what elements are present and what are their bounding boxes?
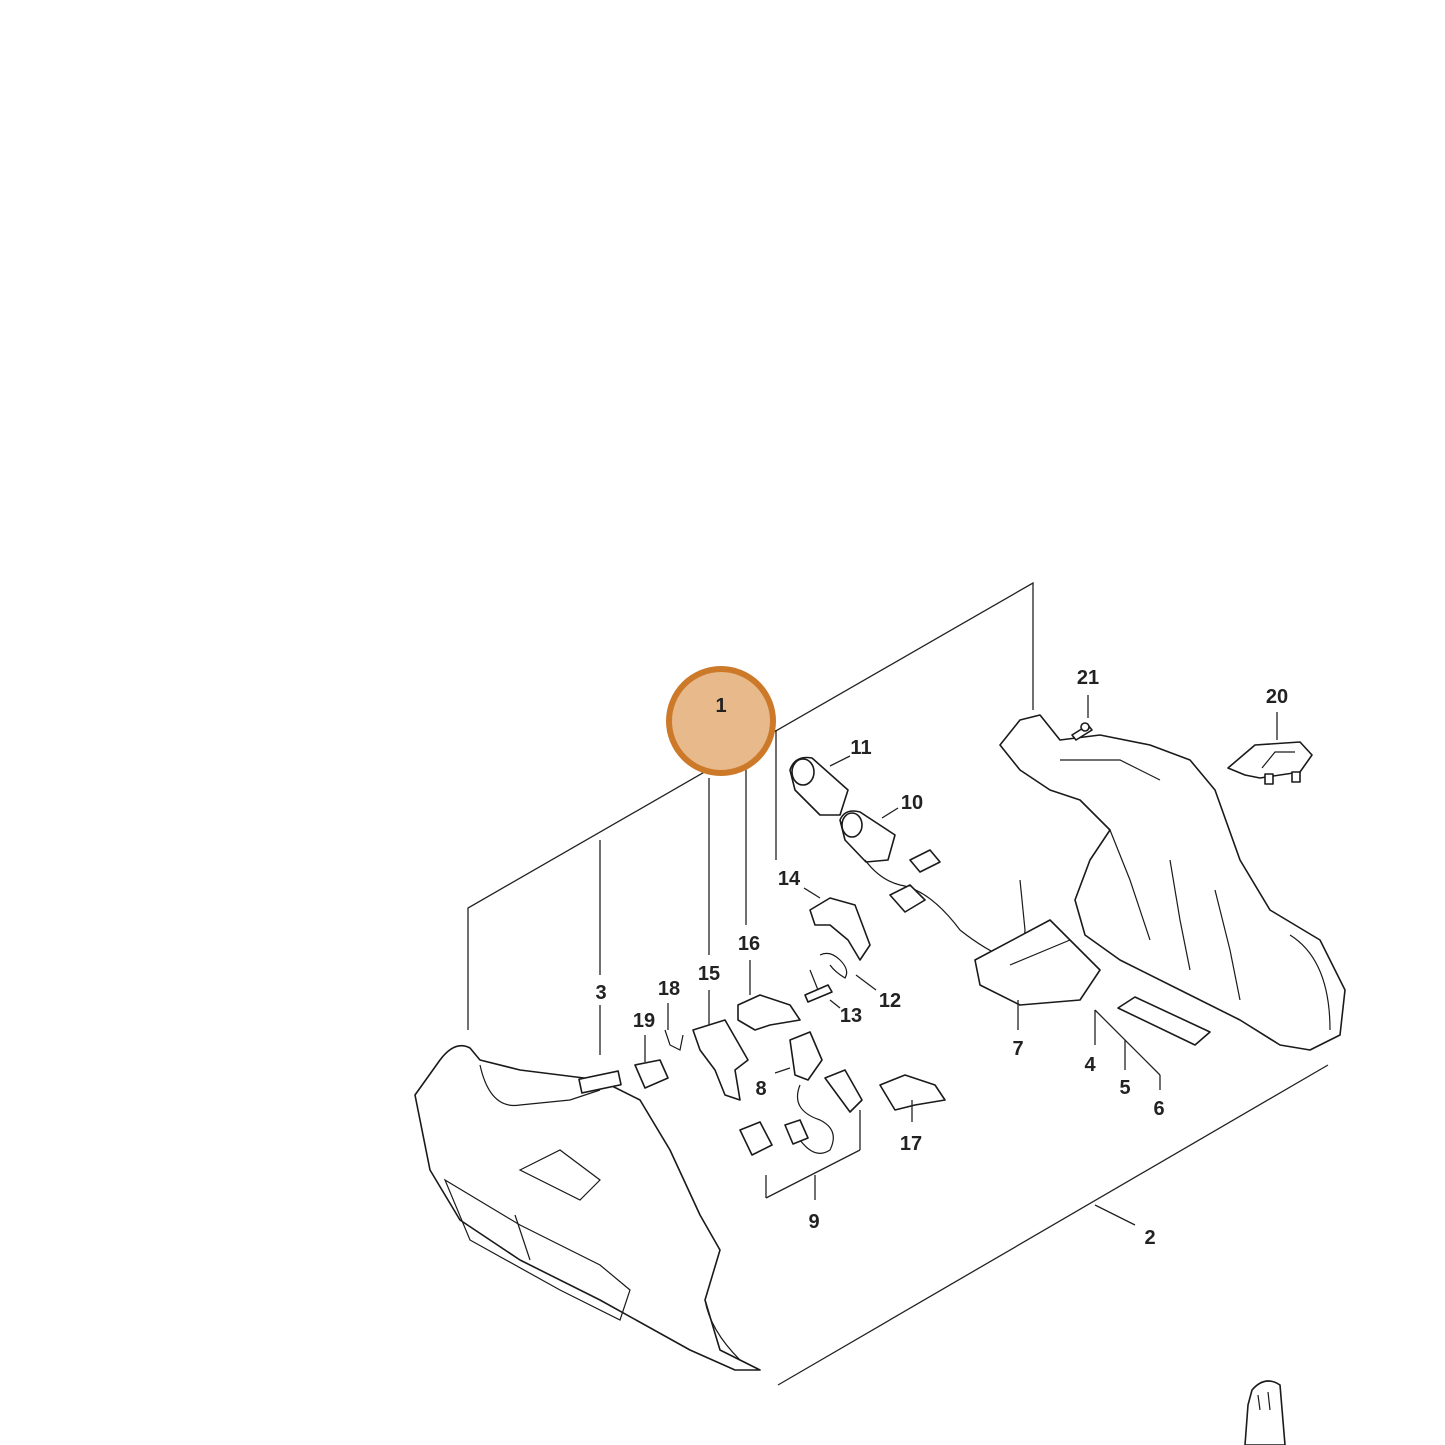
- bracket-part-14: [809, 897, 871, 961]
- callout-21: 21: [1077, 667, 1099, 689]
- right-housing-shell: [999, 714, 1346, 1051]
- trigger-part-15: [692, 1019, 749, 1101]
- callout-labels: 1 2 3 4 5 6 7 8 9 10 11 12 13 14 15 16 1…: [595, 667, 1288, 1249]
- callout-17: 17: [900, 1133, 922, 1155]
- connector-part-8: [789, 1031, 863, 1113]
- callout-3: 3: [595, 982, 606, 1004]
- callout-10: 10: [901, 792, 923, 814]
- clip-part-18: [664, 1029, 684, 1051]
- socket-part-10: [839, 810, 896, 863]
- callout-14: 14: [778, 868, 801, 890]
- plate-part-19: [634, 1059, 669, 1089]
- callout-4: 4: [1084, 1054, 1096, 1076]
- left-housing-shell: [414, 1044, 761, 1371]
- socket-part-11: [789, 756, 849, 816]
- screw-part-21: [1071, 722, 1093, 741]
- pin-part-13: [804, 969, 833, 1003]
- callout-18: 18: [658, 978, 680, 1000]
- callout-7: 7: [1012, 1038, 1023, 1060]
- callout-15: 15: [698, 963, 720, 985]
- callout-2: 2: [1144, 1227, 1155, 1249]
- callout-8: 8: [755, 1078, 766, 1100]
- lever-part-17: [879, 1074, 946, 1111]
- spring-part-12: [819, 952, 848, 979]
- switch-part-16: [737, 994, 801, 1031]
- callout-13: 13: [840, 1005, 862, 1027]
- callout-16: 16: [738, 933, 760, 955]
- sensor-fragment: [1244, 1380, 1286, 1445]
- callout-5: 5: [1119, 1077, 1130, 1099]
- callout-9: 9: [808, 1211, 819, 1233]
- leader-lines: [599, 695, 1278, 1226]
- callout-6: 6: [1153, 1098, 1164, 1120]
- wiring-harness-part-7: [864, 849, 1101, 1006]
- label-part-5: [1117, 996, 1211, 1046]
- callout-19: 19: [633, 1010, 655, 1032]
- highlight-marker: [666, 666, 776, 776]
- cable-part-9: [739, 1084, 834, 1156]
- callout-11: 11: [850, 737, 871, 759]
- callout-12: 12: [879, 990, 901, 1012]
- callout-1: 1: [715, 695, 726, 717]
- highlight-circle: [666, 666, 776, 776]
- callout-20: 20: [1266, 686, 1288, 708]
- cap-part-20: [1227, 741, 1313, 785]
